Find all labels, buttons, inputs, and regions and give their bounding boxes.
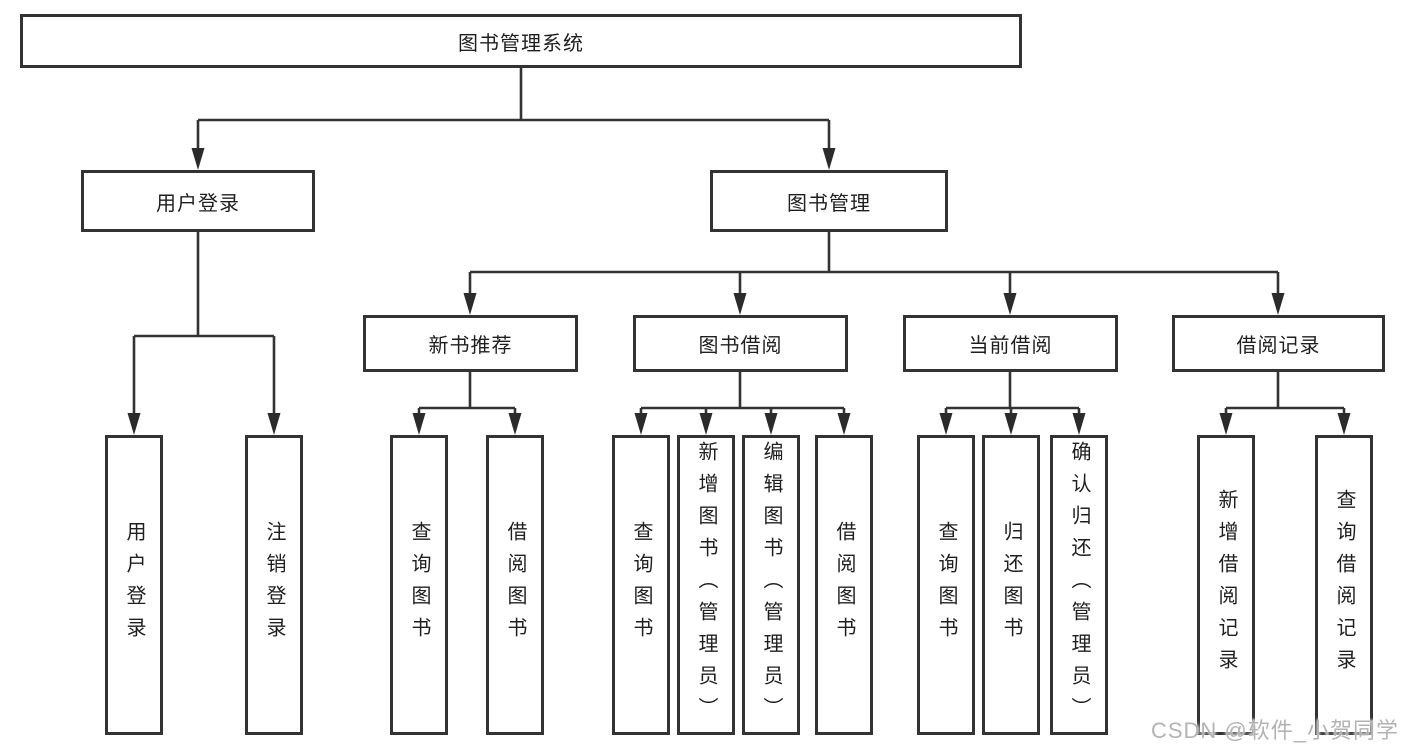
node-book-borrow-label: 图书借阅 (698, 335, 783, 357)
node-user-login: 用户登录 (81, 170, 315, 232)
leaf-book-borrow-0-label: 查询图书 (630, 521, 652, 649)
node-new-book-rec-label: 新书推荐 (428, 335, 513, 357)
connector-root-to-level2 (196, 68, 831, 150)
leaf-current-borrow-0-label: 查询图书 (935, 521, 957, 649)
leaf-borrow-records-1-label: 查询借阅记录 (1333, 489, 1355, 681)
node-root: 图书管理系统 (20, 14, 1022, 68)
leaf-new-book-rec-1: 借阅图书 (486, 435, 544, 735)
node-new-book-rec: 新书推荐 (363, 315, 578, 372)
leaf-new-book-rec-0-label: 查询图书 (408, 521, 430, 649)
leaf-book-borrow-3-label: 借阅图书 (833, 521, 855, 649)
leaf-user-login-0-label: 用户登录 (123, 521, 145, 649)
connector-borrow-records-to-leaves (1224, 372, 1346, 416)
leaf-new-book-rec-1-label: 借阅图书 (504, 521, 526, 649)
connector-user-login-to-leaves (132, 232, 276, 416)
node-root-label: 图书管理系统 (458, 32, 584, 55)
leaf-new-book-rec-0: 查询图书 (390, 435, 448, 735)
leaf-book-borrow-2: 编辑图书（管理员） (742, 435, 800, 735)
node-current-borrow: 当前借阅 (903, 315, 1118, 372)
leaf-user-login-1-label: 注销登录 (263, 521, 285, 649)
leaf-borrow-records-0-label: 新增借阅记录 (1215, 489, 1237, 681)
leaf-book-borrow-3: 借阅图书 (815, 435, 873, 735)
node-borrow-records-label: 借阅记录 (1236, 335, 1321, 357)
connector-current-borrow-to-leaves (944, 372, 1081, 416)
node-book-mgmt: 图书管理 (710, 170, 948, 232)
leaf-current-borrow-2-label: 确认归还（管理员） (1068, 441, 1090, 729)
leaf-book-borrow-1-label: 新增图书（管理员） (695, 441, 717, 729)
connector-new-book-rec-to-leaves (417, 372, 517, 416)
leaf-book-borrow-0: 查询图书 (612, 435, 670, 735)
leaf-borrow-records-0: 新增借阅记录 (1197, 435, 1255, 735)
node-book-mgmt-label: 图书管理 (787, 192, 871, 215)
connector-book-borrow-to-leaves (639, 372, 846, 416)
leaf-user-login-1: 注销登录 (245, 435, 303, 735)
node-book-borrow: 图书借阅 (633, 315, 848, 372)
leaf-borrow-records-1: 查询借阅记录 (1315, 435, 1373, 735)
arrowheads (127, 148, 1351, 435)
node-user-login-label: 用户登录 (156, 192, 240, 215)
csdn-watermark: CSDN @软件_小贺同学 (1150, 718, 1399, 743)
node-borrow-records: 借阅记录 (1172, 315, 1385, 372)
leaf-current-borrow-1-label: 归还图书 (1000, 521, 1022, 649)
leaf-book-borrow-1: 新增图书（管理员） (677, 435, 735, 735)
connector-book-mgmt-to-level3 (468, 232, 1280, 296)
leaf-user-login-0: 用户登录 (105, 435, 163, 735)
leaf-current-borrow-0: 查询图书 (917, 435, 975, 735)
leaf-book-borrow-2-label: 编辑图书（管理员） (760, 441, 782, 729)
leaf-current-borrow-1: 归还图书 (982, 435, 1040, 735)
node-current-borrow-label: 当前借阅 (968, 335, 1053, 357)
leaf-current-borrow-2: 确认归还（管理员） (1050, 435, 1108, 735)
